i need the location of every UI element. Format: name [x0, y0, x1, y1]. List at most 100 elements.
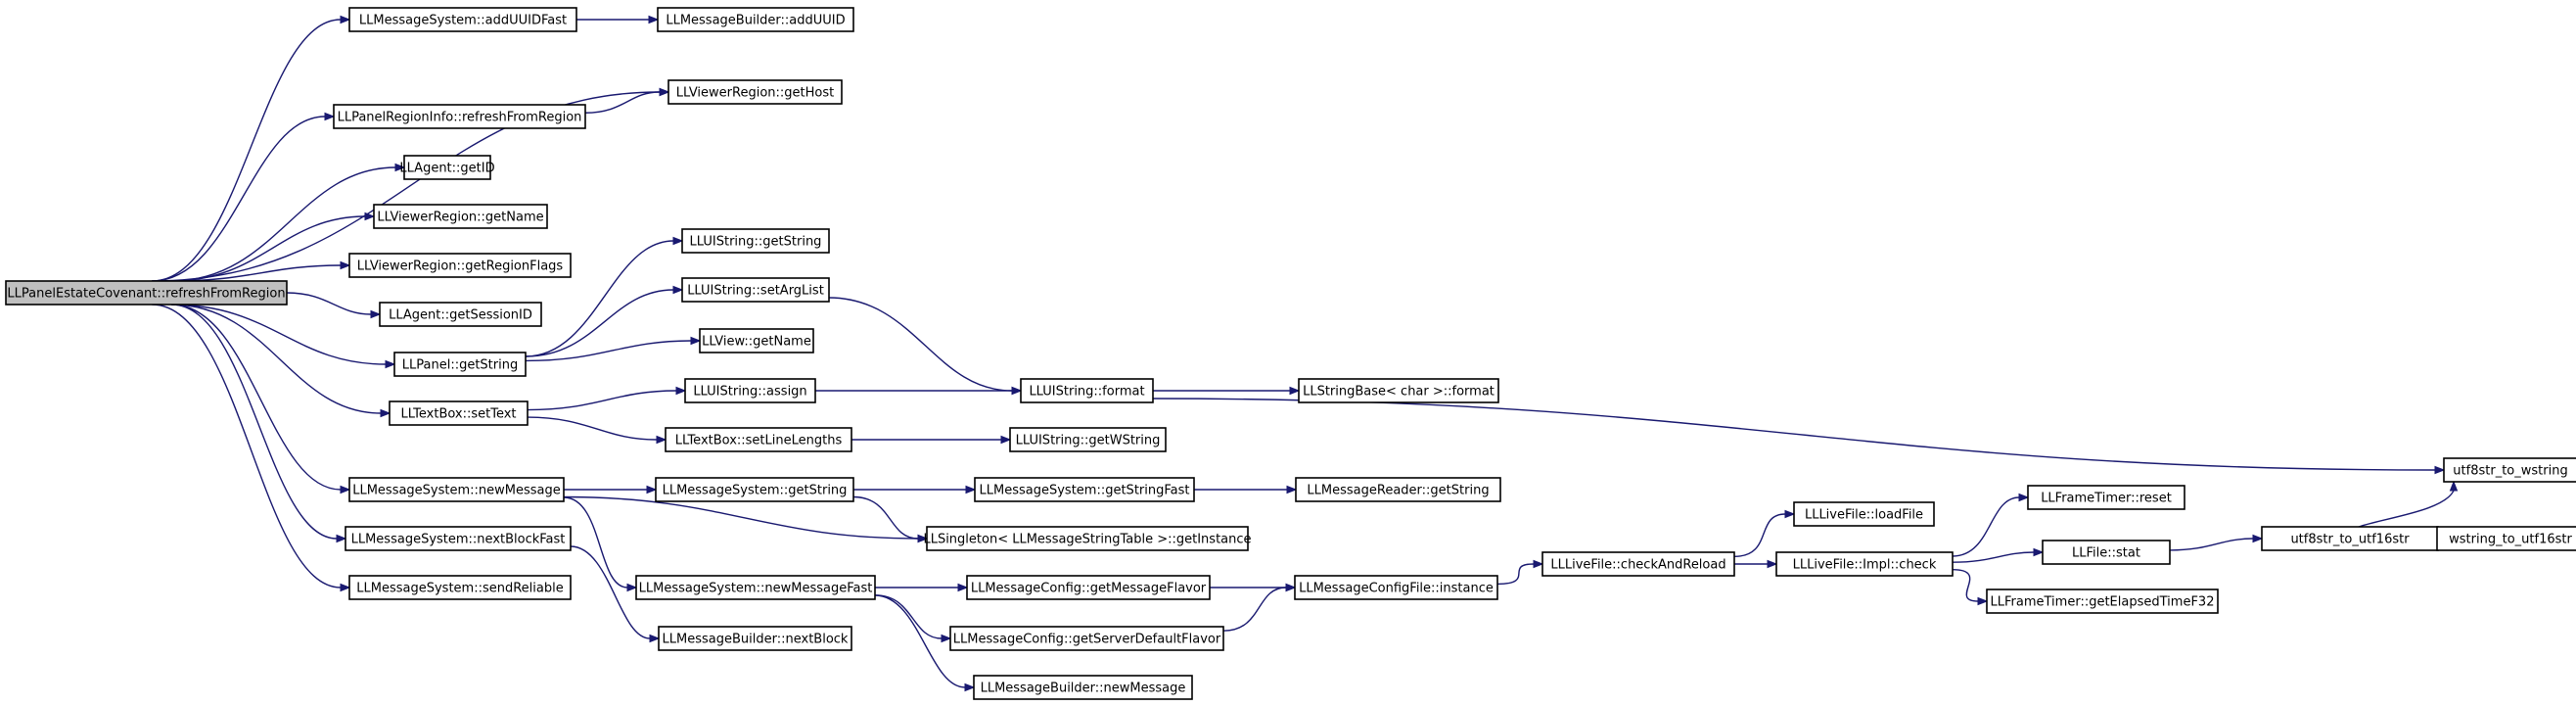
edge-root-to-vr-get-name: [171, 215, 366, 282]
node-box: [1298, 378, 1499, 403]
node-get-wstring[interactable]: LLUIString::getWString: [1009, 427, 1167, 452]
node-vr-get-name[interactable]: LLViewerRegion::getName: [373, 204, 548, 229]
node-label: LLMessageSystem::newMessage: [352, 484, 561, 498]
node-new-message[interactable]: LLMessageSystem::newMessage: [348, 477, 565, 502]
node-set-arg-list[interactable]: LLUIString::setArgList: [681, 277, 830, 303]
arrow-head-icon: [1011, 386, 1023, 396]
arrow-head-icon: [2033, 547, 2045, 557]
arrow-head-icon: [2252, 534, 2264, 543]
node-impl-check[interactable]: LLLiveFile::Impl::check: [1775, 551, 1954, 577]
node-ms-get-string[interactable]: LLMessageSystem::getString: [655, 477, 854, 502]
node-singleton[interactable]: LLSingleton< LLMessageStringTable >::get…: [923, 526, 1252, 551]
node-ui-get-string[interactable]: LLUIString::getString: [681, 228, 830, 254]
node-label: LLMessageBuilder::nextBlock: [663, 633, 849, 647]
node-box: [1020, 378, 1154, 403]
node-agent-get-id[interactable]: LLAgent::getID: [399, 155, 495, 180]
edge-root-to-panel-get-string: [171, 304, 387, 365]
node-config-instance[interactable]: LLMessageConfigFile::instance: [1294, 575, 1498, 600]
node-label: LLMessageConfig::getMessageFlavor: [971, 582, 1207, 596]
node-box: [657, 7, 854, 32]
node-label: LLView::getName: [702, 335, 811, 350]
node-set-text[interactable]: LLTextBox::setText: [389, 400, 529, 426]
edge-panel-get-string-to-ui-get-string: [525, 240, 674, 357]
node-box: [2261, 526, 2439, 551]
node-view-get-name[interactable]: LLView::getName: [699, 328, 814, 353]
node-box: [403, 155, 491, 180]
node-pr-refresh[interactable]: LLPanelRegionInfo::refreshFromRegion: [333, 104, 586, 129]
node-wstr-to-utf16[interactable]: wstring_to_utf16str: [2436, 526, 2576, 551]
node-box: [5, 280, 288, 306]
edge-impl-check-to-ft-reset: [1952, 496, 2020, 557]
node-root[interactable]: LLPanelEstateCovenant::refreshFromRegion: [5, 280, 288, 306]
node-box: [665, 427, 852, 452]
node-get-string-fast[interactable]: LLMessageSystem::getStringFast: [974, 477, 1195, 502]
node-set-line-lengths[interactable]: LLTextBox::setLineLengths: [665, 427, 852, 452]
node-box: [966, 575, 1211, 600]
arrow-head-icon: [957, 583, 969, 592]
edge-check-and-reload-to-load-file: [1733, 513, 1786, 558]
node-next-block[interactable]: LLMessageBuilder::nextBlock: [658, 626, 852, 651]
node-box: [348, 477, 565, 502]
node-get-host[interactable]: LLViewerRegion::getHost: [667, 79, 843, 105]
arrow-head-icon: [1285, 583, 1297, 592]
node-ft-reset[interactable]: LLFrameTimer::reset: [2027, 485, 2185, 510]
node-reader-get-string[interactable]: LLMessageReader::getString: [1295, 477, 1501, 502]
node-box: [345, 526, 572, 551]
node-label: LLMessageSystem::getString: [663, 484, 848, 498]
arrow-head-icon: [1000, 435, 1012, 445]
arrow-head-icon: [690, 336, 702, 346]
node-box: [1775, 551, 1954, 577]
arrow-head-icon: [340, 485, 351, 494]
arrow-head-icon: [964, 682, 976, 692]
node-get-session-id[interactable]: LLAgent::getSessionID: [379, 302, 542, 327]
node-box: [684, 378, 816, 403]
node-send-reliable[interactable]: LLMessageSystem::sendReliable: [348, 575, 572, 600]
node-file-stat[interactable]: LLFile::stat: [2042, 540, 2171, 565]
node-box: [393, 352, 527, 377]
node-add-uuid[interactable]: LLMessageBuilder::addUUID: [657, 7, 854, 32]
node-label: LLMessageConfig::getServerDefaultFlavor: [953, 633, 1221, 647]
arrow-head-icon: [340, 583, 351, 592]
node-server-default-flavor[interactable]: LLMessageConfig::getServerDefaultFlavor: [949, 626, 1224, 651]
node-panel-get-string[interactable]: LLPanel::getString: [393, 352, 527, 377]
node-sb-format[interactable]: LLStringBase< char >::format: [1298, 378, 1499, 403]
arrow-head-icon: [324, 112, 336, 121]
node-label: wstring_to_utf16str: [2449, 533, 2572, 547]
node-label: LLAgent::getSessionID: [389, 308, 532, 323]
node-box: [2027, 485, 2185, 510]
node-box: [949, 626, 1224, 651]
arrow-head-icon: [646, 485, 658, 494]
node-ft-elapsed[interactable]: LLFrameTimer::getElapsedTimeF32: [1986, 588, 2219, 614]
node-label: LLLiveFile::checkAndReload: [1550, 558, 1725, 573]
edge-root-to-set-text: [171, 304, 382, 414]
node-load-file[interactable]: LLLiveFile::loadFile: [1793, 501, 1935, 527]
arrow-head-icon: [1533, 559, 1544, 569]
edge-root-to-send-reliable: [152, 304, 342, 588]
node-label: LLTextBox::setLineLengths: [675, 434, 843, 448]
node-utf8-to-utf16[interactable]: utf8str_to_utf16str: [2261, 526, 2439, 551]
edge-root-to-next-block-fast: [171, 304, 338, 540]
node-check-and-reload[interactable]: LLLiveFile::checkAndReload: [1541, 551, 1735, 577]
node-label: LLMessageSystem::getStringFast: [980, 484, 1190, 498]
node-label: utf8str_to_wstring: [2453, 464, 2567, 479]
arrow-head-icon: [1977, 596, 1989, 606]
edge-set-text-to-ui-assign: [527, 390, 677, 411]
node-get-message-flavor[interactable]: LLMessageConfig::getMessageFlavor: [966, 575, 1211, 600]
node-box: [373, 204, 548, 229]
node-mb-new-message[interactable]: LLMessageBuilder::newMessage: [973, 675, 1193, 700]
node-label: LLMessageSystem::newMessageFast: [639, 582, 873, 596]
node-utf8-to-w[interactable]: utf8str_to_wstring: [2443, 457, 2576, 483]
edge-root-to-new-message: [171, 304, 342, 491]
node-next-block-fast[interactable]: LLMessageSystem::nextBlockFast: [345, 526, 572, 551]
arrow-head-icon: [340, 15, 351, 24]
node-ui-assign[interactable]: LLUIString::assign: [684, 378, 816, 403]
node-ui-format[interactable]: LLUIString::format: [1020, 378, 1154, 403]
node-label: LLFrameTimer::getElapsedTimeF32: [1991, 595, 2215, 610]
node-box: [2042, 540, 2171, 565]
arrow-head-icon: [649, 634, 661, 643]
node-get-region-flags[interactable]: LLViewerRegion::getRegionFlags: [348, 253, 572, 278]
node-add-uuidfast[interactable]: LLMessageSystem::addUUIDFast: [348, 7, 577, 32]
node-label: LLMessageSystem::nextBlockFast: [351, 533, 566, 547]
node-new-message-fast[interactable]: LLMessageSystem::newMessageFast: [635, 575, 876, 600]
